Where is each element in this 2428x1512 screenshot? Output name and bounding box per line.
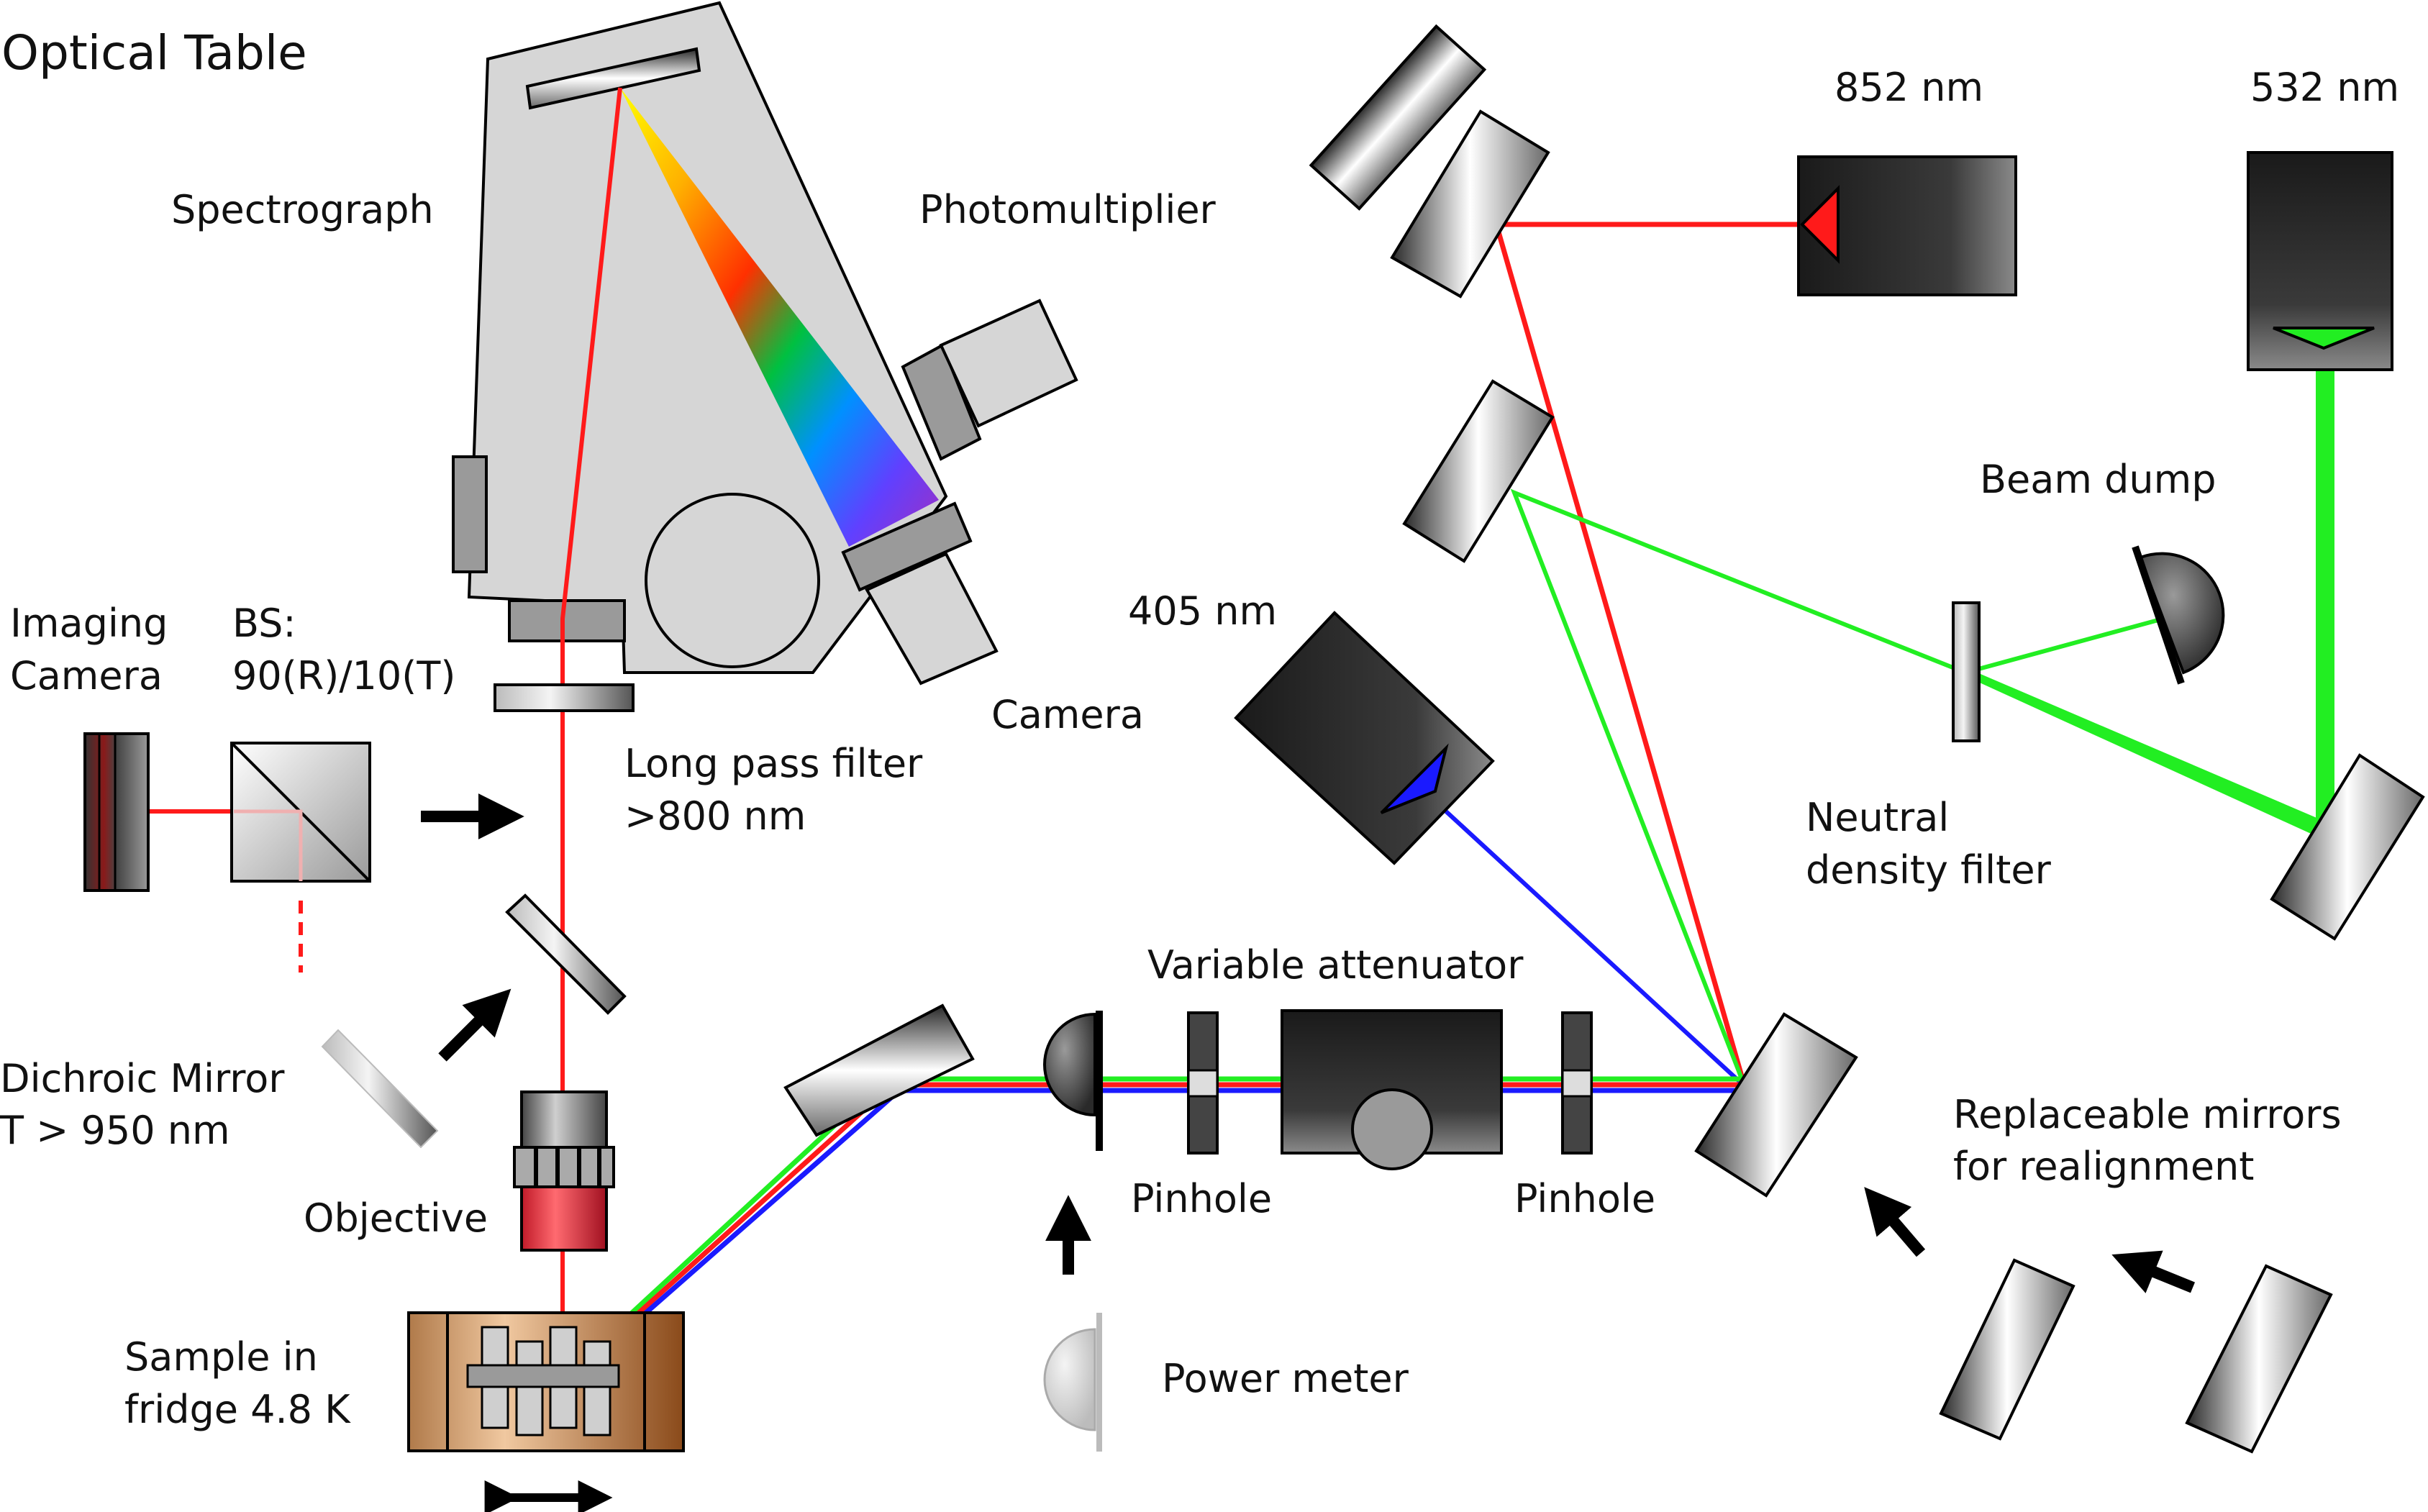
replaceable-mirrors-label-1: Replaceable mirrors: [1953, 1092, 2342, 1137]
mirror-top-1: [1390, 109, 1550, 299]
sample-label-2: fridge 4.8 K: [124, 1387, 351, 1432]
replaceable-mirror-1: [1939, 1258, 2075, 1441]
sample-label-1: Sample in: [124, 1334, 318, 1380]
power-meter: [1043, 1313, 1102, 1452]
diffraction-grating: [525, 47, 701, 110]
long-pass-label-2: >800 nm: [624, 793, 806, 839]
dispersed-spectrum: [620, 88, 939, 547]
nd-filter-label-1: Neutral: [1806, 795, 1949, 840]
dichroic-label-1: Dichroic Mirror: [0, 1056, 285, 1101]
camera-label: Camera: [991, 692, 1144, 737]
photomultiplier: [901, 299, 1078, 461]
replaceable-mirror-2: [2185, 1264, 2333, 1454]
spectrograph-label: Spectrograph: [171, 187, 434, 232]
bs-label-1: BS:: [232, 601, 296, 646]
page-title: Optical Table: [1, 25, 307, 81]
beam-dump-label: Beam dump: [1980, 457, 2216, 502]
neutral-density-filter: [1952, 601, 1981, 742]
long-pass-label-1: Long pass filter: [624, 741, 923, 786]
mirror-852-steering: [1309, 24, 1487, 211]
photomultiplier-label: Photomultiplier: [919, 187, 1217, 232]
pinhole-left: [1187, 1011, 1219, 1155]
objective: [513, 1090, 615, 1252]
dichroic-label-2: T > 950 nm: [0, 1108, 230, 1153]
laser-405-label: 405 nm: [1128, 588, 1277, 634]
dichroic-mirror-alt: [321, 1029, 439, 1149]
long-pass-filter: [494, 683, 635, 712]
imaging-camera: [83, 732, 150, 892]
imaging-camera-label-2: Camera: [10, 653, 163, 698]
pinhole-right-label: Pinhole: [1514, 1176, 1655, 1221]
laser-405: [1234, 611, 1495, 865]
variable-attenuator-label: Variable attenuator: [1147, 942, 1524, 988]
laser-532: [2247, 151, 2393, 371]
mirror-combiner: [1694, 1012, 1858, 1198]
green-beam-to-dump: [1965, 618, 2159, 675]
bs-label-2: 90(R)/10(T): [232, 653, 455, 698]
arrow-replace-1: [1864, 1187, 1926, 1257]
beam-dump: [2132, 545, 2225, 685]
spectrograph: [452, 1, 948, 674]
imaging-camera-label-1: Imaging: [10, 601, 168, 646]
nd-filter-label-2: density filter: [1806, 847, 2052, 893]
pinhole-left-label: Pinhole: [1131, 1176, 1272, 1221]
arrow-dichroic: [438, 988, 511, 1062]
objective-label: Objective: [304, 1196, 488, 1241]
power-meter-label: Power meter: [1162, 1356, 1409, 1401]
green-beam-reflected: [1510, 488, 1967, 1088]
camera-spectrograph: [841, 501, 999, 686]
mirror-top-2: [1402, 379, 1555, 563]
beam-splitter: [230, 742, 371, 883]
pinhole-right: [1561, 1011, 1593, 1155]
dichroic-mirror: [505, 893, 627, 1015]
laser-852: [1797, 155, 2017, 296]
green-beam-to-nd: [1965, 668, 2325, 840]
arrow-replace-2: [2111, 1250, 2196, 1293]
blue-beam-405: [1444, 809, 1747, 1088]
laser-852-label: 852 nm: [1834, 65, 1983, 110]
mirror-532-turn: [2270, 753, 2425, 941]
power-meter-inline: [1043, 1011, 1103, 1151]
sample-fridge: [407, 1311, 685, 1452]
replaceable-mirrors-label-2: for realignment: [1953, 1144, 2254, 1189]
mirror-fold: [783, 1003, 975, 1137]
laser-532-label: 532 nm: [2250, 65, 2399, 110]
variable-attenuator: [1281, 1009, 1503, 1170]
red-beam-852: [1493, 222, 1806, 1087]
